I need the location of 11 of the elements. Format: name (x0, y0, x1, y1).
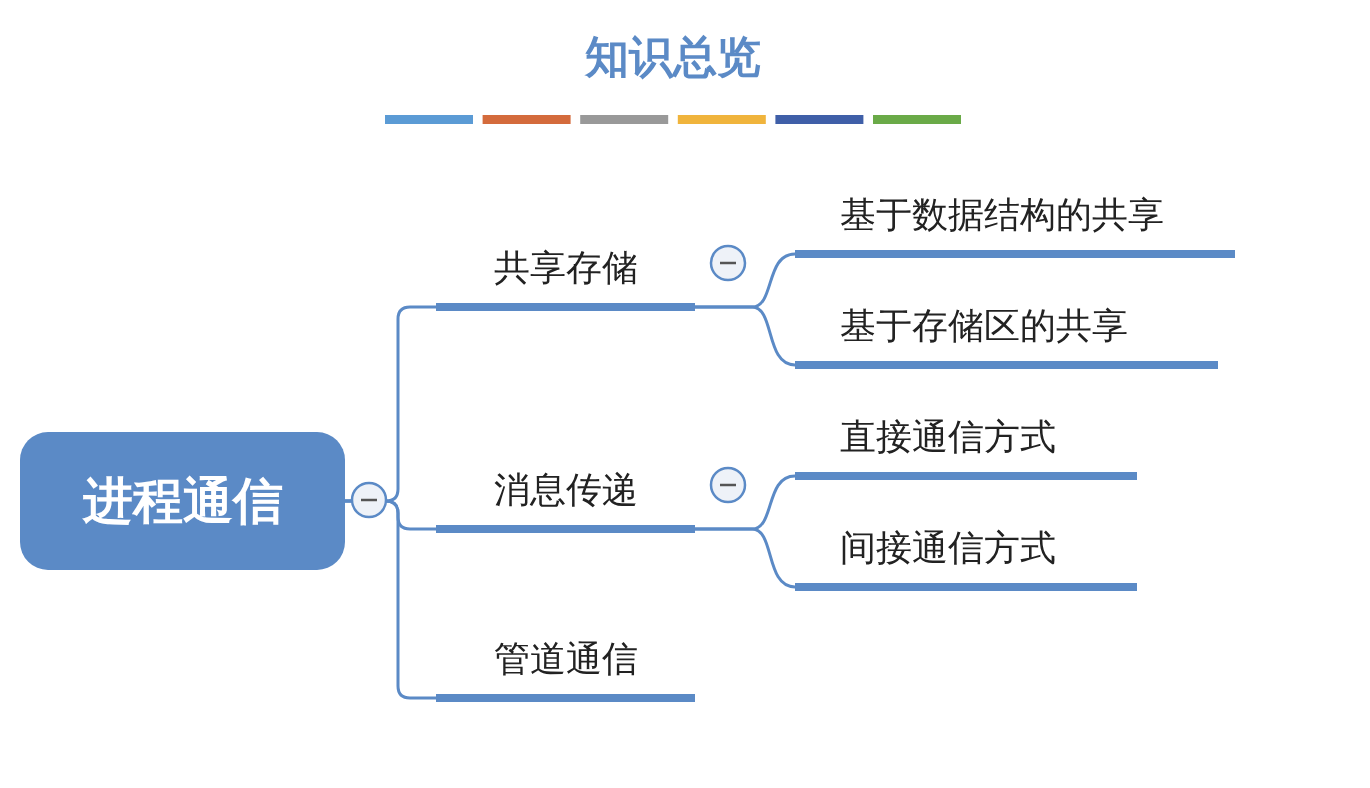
subtopic-label: 管道通信 (436, 631, 695, 702)
subtopic-label: 基于存储区的共享 (795, 298, 1218, 369)
subtopic-label: 共享存储 (436, 240, 695, 311)
subtopic-label: 直接通信方式 (795, 409, 1137, 480)
subtopic-label: 消息传递 (436, 462, 695, 533)
subtopic-label: 间接通信方式 (795, 520, 1137, 591)
title: 知识总览 (585, 30, 761, 84)
branch-connector (695, 527, 796, 589)
subtopic-label: 基于数据结构的共享 (795, 187, 1235, 258)
branch-connector (695, 305, 796, 367)
central-topic-box: 进程通信 (20, 432, 345, 570)
